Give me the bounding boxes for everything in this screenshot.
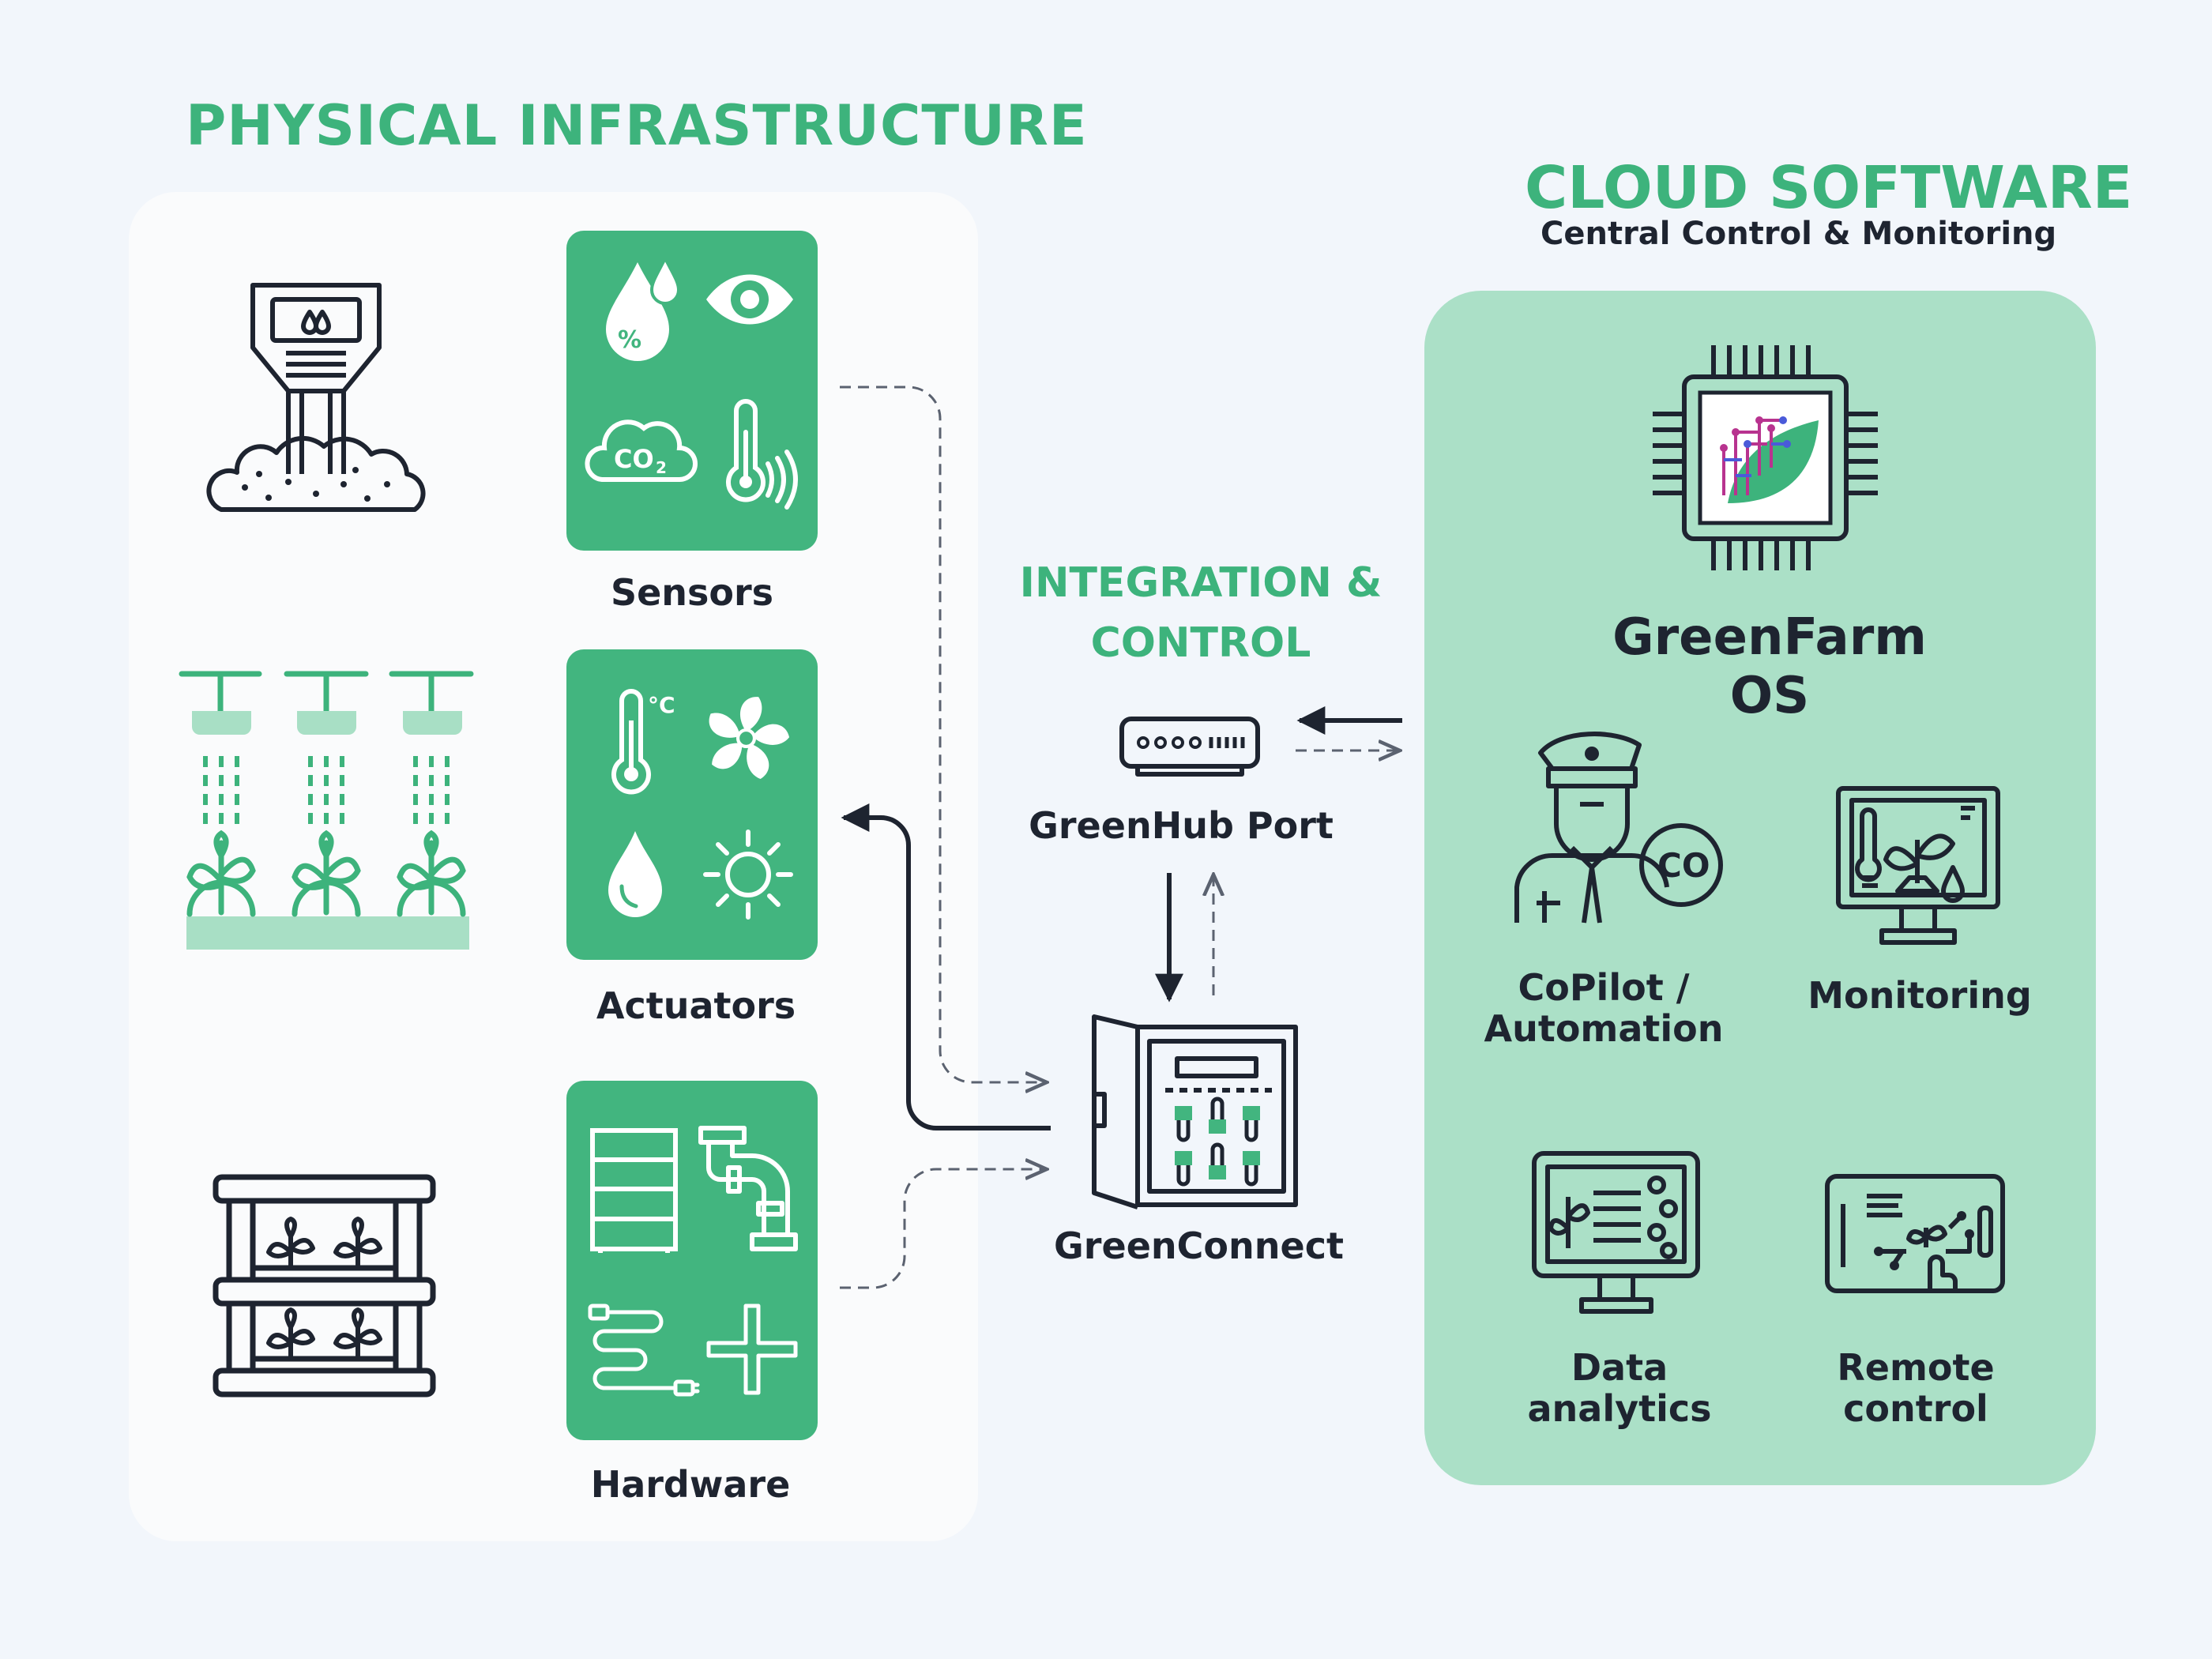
greenconnect-to-actuators-arrow (841, 803, 1051, 1130)
remote-label-line2: control (1843, 1387, 1988, 1430)
fan-icon (709, 697, 790, 780)
co2-text: CO (614, 444, 654, 474)
greenfarm-os-title: GreenFarm OS (1612, 608, 1927, 725)
cloud-software-subtitle: Central Control & Monitoring (1540, 216, 2057, 252)
cloud-software-title: CLOUD SOFTWARE (1525, 154, 2133, 222)
hardware-to-greenconnect-line (840, 1169, 1047, 1289)
humidity-icon: % (606, 254, 681, 361)
copilot-badge-text: CO (1657, 846, 1710, 885)
analytics-monitor-icon (1532, 1151, 1700, 1314)
sensors-label: Sensors (610, 571, 774, 614)
integration-title-line2: CONTROL (1090, 619, 1311, 667)
soil-sensor-icon (206, 283, 426, 512)
copilot-automation-label: CoPilot / Automation (1454, 967, 1754, 1049)
thermometer-signal-icon (726, 399, 798, 510)
cable-icon (588, 1304, 700, 1397)
copilot-label-line2: Automation (1484, 1007, 1724, 1050)
cross-connector-icon (706, 1304, 798, 1395)
actuators-tile: °C (566, 649, 818, 960)
pilot-icon: CO (1514, 732, 1723, 924)
physical-panel (129, 192, 978, 1541)
remote-control-label: Remote control (1766, 1347, 2066, 1429)
greenconnect-label: GreenConnect (1054, 1224, 1344, 1267)
thermometer-icon: °C (611, 689, 675, 795)
water-drop-icon (608, 831, 662, 917)
chip-icon (1653, 345, 1878, 570)
control-cabinet-icon (1092, 1014, 1298, 1209)
celsius-text: °C (648, 692, 675, 718)
pipe-icon (698, 1126, 798, 1251)
physical-infrastructure-title: PHYSICAL INFRASTRUCTURE (186, 93, 1088, 158)
integration-title: INTEGRATION & CONTROL (1019, 553, 1382, 673)
data-analytics-label: Data analytics (1469, 1347, 1770, 1429)
sensors-to-greenconnect-line (840, 386, 1047, 1082)
tablet-touch-icon (1825, 1174, 2005, 1293)
shelf-icon (590, 1128, 678, 1253)
actuators-label: Actuators (596, 984, 796, 1027)
sensors-tile: % CO 2 (566, 231, 818, 551)
remote-label-line1: Remote (1837, 1346, 1995, 1389)
analytics-label-line2: analytics (1527, 1387, 1712, 1430)
copilot-label-line1: CoPilot / (1518, 966, 1690, 1009)
greenhub-port-label: GreenHub Port (1029, 804, 1334, 847)
integration-title-line1: INTEGRATION & (1019, 559, 1382, 607)
hardware-tile (566, 1081, 818, 1440)
router-icon (1119, 717, 1260, 777)
co2-cloud-icon: CO 2 (585, 419, 698, 482)
eye-icon (706, 274, 793, 325)
monitor-plant-icon (1836, 786, 2000, 945)
analytics-label-line1: Data (1571, 1346, 1668, 1389)
irrigation-icon (179, 671, 474, 950)
hardware-label: Hardware (590, 1463, 791, 1506)
co2-subscript: 2 (656, 458, 667, 477)
sun-icon (703, 830, 793, 920)
vertical-farm-rack-icon (213, 1174, 436, 1398)
monitoring-label: Monitoring (1808, 974, 2032, 1017)
humidity-percent-text: % (618, 326, 641, 354)
